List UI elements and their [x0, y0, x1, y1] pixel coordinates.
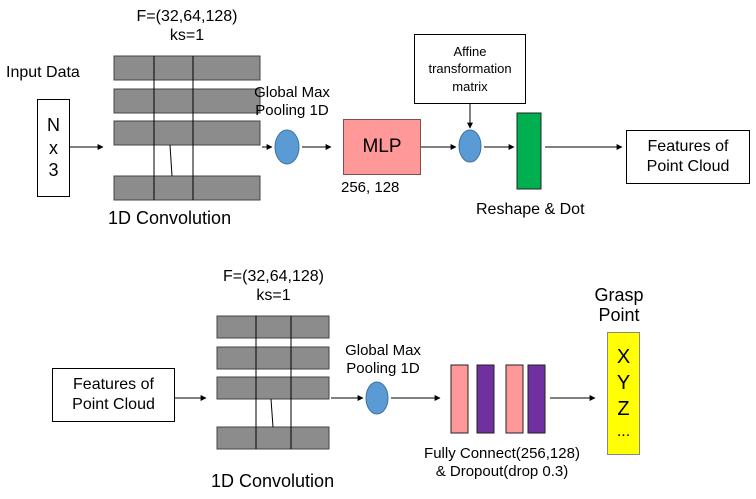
fc-label-line2: & Dropout(drop 0.3) [435, 463, 569, 480]
top-pool-label-line2: Pooling 1D [255, 102, 329, 119]
top-mlp-sizes: 256, 128 [341, 179, 400, 196]
input-dim-n: N [47, 115, 60, 136]
bottom-input-line2: Point Cloud [72, 396, 155, 413]
grasp-ellipsis: ... [616, 423, 631, 441]
top-conv-label: 1D Convolution [108, 208, 232, 228]
affine-line-1: Affine [453, 43, 487, 59]
bottom-pool-label-line2: Pooling 1D [346, 360, 420, 377]
top-output-line2: Point Cloud [646, 158, 730, 175]
input-dim-x: x [49, 137, 58, 158]
grasp-point-box: X Y Z ... [607, 332, 640, 455]
fc-label: Fully Connect(256,128) & Dropout(drop 0.… [402, 445, 602, 481]
grasp-title-line1: Grasp [594, 285, 644, 305]
top-arrows [70, 104, 623, 150]
top-conv-block [113, 55, 261, 201]
bottom-pool-label-line1: Global Max [345, 342, 421, 359]
bottom-pool-label: Global Max Pooling 1D [327, 342, 439, 378]
grasp-x: X [616, 346, 631, 369]
top-pool-node [274, 129, 300, 165]
bottom-input-box: Features of Point Cloud [52, 368, 175, 422]
top-pool-label: Global Max Pooling 1D [232, 84, 352, 120]
grasp-z: Z [617, 398, 630, 421]
bottom-conv-filters: F=(32,64,128) [223, 268, 324, 285]
bottom-pool-node [365, 381, 389, 415]
affine-line-3: matrix [452, 78, 488, 94]
bottom-input-line1: Features of [73, 376, 154, 393]
top-input-label: Input Data [6, 64, 80, 81]
fc-label-line1: Fully Connect(256,128) [424, 445, 580, 462]
top-conv-kernel: ks=1 [169, 27, 205, 44]
input-dim-3: 3 [48, 160, 59, 181]
top-output-line1: Features of [647, 138, 729, 155]
bottom-conv-label: 1D Convolution [211, 471, 335, 491]
top-mlp-box: MLP [343, 119, 421, 175]
grasp-title-line2: Point [598, 304, 640, 325]
top-output-box: Features of Point Cloud [626, 130, 750, 184]
top-pool-label-line1: Global Max [254, 84, 330, 101]
top-reshape-bar [516, 112, 542, 190]
top-reshape-label: Reshape & Dot [476, 201, 585, 218]
affine-line-2: transformation [428, 61, 512, 77]
top-affine-box: Affine transformation matrix [414, 34, 526, 104]
top-conv-filters: F=(32,64,128) [136, 8, 238, 25]
top-input-box: N x 3 [37, 99, 70, 197]
grasp-title: Grasp Point [584, 285, 654, 326]
fc-layers [450, 364, 546, 434]
bottom-conv-block [216, 315, 330, 450]
top-affine-node [458, 129, 482, 163]
bottom-conv-kernel: ks=1 [256, 287, 291, 304]
grasp-y: Y [616, 372, 631, 395]
